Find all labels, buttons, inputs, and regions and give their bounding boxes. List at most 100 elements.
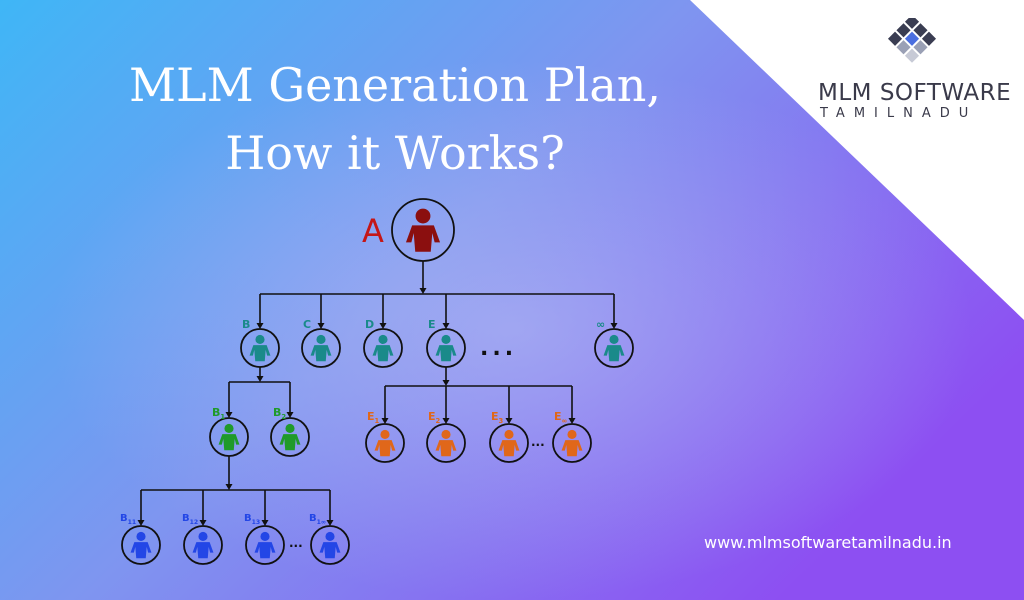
arrow-head bbox=[256, 323, 264, 329]
arrow-head bbox=[225, 484, 233, 490]
arrow-head bbox=[225, 412, 233, 418]
person-head bbox=[567, 429, 577, 440]
root-node-label: A bbox=[362, 212, 384, 250]
arrow-head bbox=[379, 323, 387, 329]
person-head bbox=[255, 334, 265, 345]
b1-child-node bbox=[121, 525, 161, 565]
arrow-head bbox=[256, 376, 264, 382]
person-body bbox=[374, 440, 396, 457]
level1-node-label: B bbox=[242, 318, 250, 331]
level1-node-label: ∞ bbox=[596, 318, 605, 331]
person-body bbox=[254, 542, 276, 559]
b1-child-node-label: B11 bbox=[120, 513, 136, 526]
node-circle bbox=[594, 328, 634, 368]
node-circle bbox=[363, 328, 403, 368]
arrow-head bbox=[568, 418, 576, 424]
node-label-subscript: 11 bbox=[128, 519, 137, 526]
node-label-subscript: 2 bbox=[281, 413, 286, 421]
node-circle bbox=[245, 525, 285, 565]
node-label-subscript: 13 bbox=[252, 519, 261, 526]
node-label-subscript: 1∞ bbox=[317, 519, 326, 526]
b1-children-ellipsis: ... bbox=[289, 536, 303, 550]
arrow-head bbox=[326, 520, 334, 526]
b-child-node bbox=[209, 417, 249, 457]
person-body bbox=[192, 542, 214, 559]
person-body bbox=[310, 345, 332, 362]
e-child-node bbox=[552, 423, 592, 463]
arrow-head bbox=[442, 380, 450, 386]
logo-subtitle: TAMILNADU bbox=[820, 106, 978, 121]
level1-node-label: C bbox=[303, 318, 311, 331]
person-head bbox=[325, 531, 335, 542]
person-body bbox=[130, 542, 152, 559]
node-circle bbox=[301, 328, 341, 368]
title-line-1: MLM Generation Plan, bbox=[128, 58, 662, 112]
e-child-node-label: E3 bbox=[491, 410, 504, 425]
level1-node-label: D bbox=[365, 318, 374, 331]
person-head bbox=[609, 334, 619, 345]
person-body bbox=[218, 434, 240, 451]
level1-ellipsis: ... bbox=[480, 336, 517, 361]
node-label-subscript: 2 bbox=[436, 417, 441, 425]
node-circle bbox=[489, 423, 529, 463]
person-head bbox=[198, 531, 208, 542]
person-body bbox=[603, 345, 625, 362]
person-head bbox=[224, 423, 234, 434]
node-label-subscript: 1 bbox=[220, 413, 225, 421]
arrow-head bbox=[442, 323, 450, 329]
arrow-head bbox=[317, 323, 325, 329]
person-body bbox=[249, 345, 271, 362]
website-url[interactable]: www.mlmsoftwaretamilnadu.in bbox=[704, 533, 952, 552]
person-head bbox=[415, 208, 431, 224]
node-label-subscript: 3 bbox=[499, 417, 504, 425]
person-head bbox=[380, 429, 390, 440]
person-head bbox=[441, 429, 451, 440]
level1-node bbox=[363, 328, 403, 368]
node-circle bbox=[121, 525, 161, 565]
corner-panel bbox=[690, 0, 1024, 320]
title-line-2: How it Works? bbox=[225, 126, 565, 180]
person-body bbox=[279, 434, 301, 451]
node-circle bbox=[426, 423, 466, 463]
b1-child-node-label: B12 bbox=[182, 513, 198, 526]
person-body bbox=[435, 440, 457, 457]
b-child-node-label: B2 bbox=[273, 406, 286, 421]
b1-child-node bbox=[310, 525, 350, 565]
diamond-chevron-logo-icon bbox=[887, 18, 937, 63]
arrow-head bbox=[505, 418, 513, 424]
node-circle bbox=[365, 423, 405, 463]
root-node-a bbox=[391, 198, 455, 262]
level1-node bbox=[426, 328, 466, 368]
e-child-node bbox=[489, 423, 529, 463]
arrow-head bbox=[137, 520, 145, 526]
level1-node bbox=[240, 328, 280, 368]
person-head bbox=[378, 334, 388, 345]
node-label-subscript: 12 bbox=[190, 519, 199, 526]
person-body bbox=[372, 345, 394, 362]
e-child-node-label: E∞ bbox=[554, 410, 567, 425]
level1-node-label: E bbox=[428, 318, 436, 331]
node-circle bbox=[552, 423, 592, 463]
logo-name: MLM SOFTWARE bbox=[818, 80, 1012, 106]
b-child-node-label: B1 bbox=[212, 406, 225, 421]
level1-node bbox=[301, 328, 341, 368]
b-child-node bbox=[270, 417, 310, 457]
person-body bbox=[435, 345, 457, 362]
b1-child-node-label: B1∞ bbox=[309, 513, 326, 526]
person-body bbox=[405, 225, 441, 252]
person-body bbox=[319, 542, 341, 559]
e-children-ellipsis: ... bbox=[531, 435, 545, 449]
person-head bbox=[285, 423, 295, 434]
e-child-node-label: E1 bbox=[367, 410, 380, 425]
arrow-head bbox=[442, 418, 450, 424]
level1-node bbox=[594, 328, 634, 368]
b1-child-node bbox=[183, 525, 223, 565]
person-head bbox=[136, 531, 146, 542]
arrow-head bbox=[261, 520, 269, 526]
e-child-node bbox=[365, 423, 405, 463]
node-label-subscript: 1 bbox=[375, 417, 380, 425]
b1-child-node-label: B13 bbox=[244, 513, 260, 526]
node-circle bbox=[183, 525, 223, 565]
